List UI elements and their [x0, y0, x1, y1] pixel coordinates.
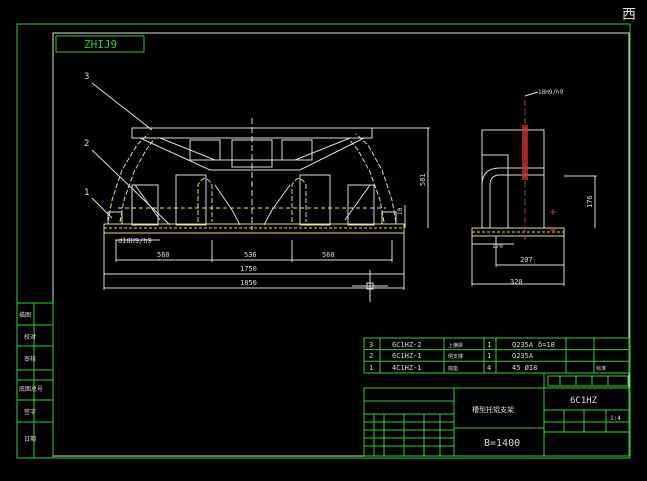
model-code: 6C1HZ	[570, 396, 598, 406]
part-2-no: 2	[369, 352, 373, 360]
strip-label-1: 校对	[24, 333, 36, 341]
dim-height: 581	[419, 173, 427, 186]
front-view: 3 2 1 d18H9/h9 560 536 560 1750 1850 581	[84, 72, 430, 302]
outer-frame	[16, 23, 631, 459]
parts-remark: 标准	[596, 365, 606, 372]
strip-label-4: 底图总号	[19, 385, 43, 393]
strip-label-6: 日期	[24, 435, 36, 443]
left-strip: 描图 校对 审核 底图总号 签字 日期	[16, 302, 54, 459]
dim-side-height: 176	[586, 195, 594, 208]
dim-side-small: 10	[397, 207, 404, 215]
small-marks	[547, 375, 629, 387]
title-block	[363, 387, 630, 457]
part-2-name: 侧支撑	[448, 353, 463, 360]
strip-label-0: 描图	[19, 311, 31, 319]
callout-3: 3	[84, 72, 89, 82]
drawing-code: ZHIJ9	[84, 38, 117, 51]
part-1-no: 1	[369, 364, 373, 372]
drawing-name: 槽型托辊支架	[472, 405, 514, 414]
strip-label-2: 审核	[24, 355, 36, 363]
part-1-code: 4C1HZ-1	[392, 364, 422, 372]
scale-label: 1:4	[610, 415, 621, 422]
code-box	[55, 35, 145, 53]
part-2-code: 6C1HZ-1	[392, 352, 422, 360]
dim-left-span: 560	[157, 251, 170, 259]
dim-width-a: 170	[492, 243, 503, 250]
callout-2: 2	[84, 139, 89, 149]
part-3-code: 6C1HZ-2	[392, 341, 422, 349]
parts-list-text: 3 6C1HZ-2 上横梁 1 Q235A δ=18 2 6C1HZ-1 侧支撑…	[369, 341, 606, 372]
part-1-qty: 4	[487, 364, 491, 372]
parts-list	[363, 337, 630, 389]
inner-frame	[52, 32, 630, 457]
part-1-name: 底座	[448, 365, 458, 372]
spec-label: B=1400	[484, 438, 520, 449]
side-fit-label: 18H9/h9	[538, 89, 564, 96]
dim-width-b: 207	[520, 256, 533, 264]
dim-right-span: 560	[322, 251, 335, 259]
corner-glyph: 西	[622, 7, 636, 23]
part-3-name: 上横梁	[448, 342, 463, 349]
part-3-qty: 1	[487, 341, 491, 349]
dim-total-inner: 1750	[240, 265, 257, 273]
dim-width-total: 320	[510, 278, 523, 286]
part-3-no: 3	[369, 341, 373, 349]
part-3-note: δ=18	[538, 341, 555, 349]
title-block-text: 槽型托辊支架 B=1400 6C1HZ 1:4	[472, 396, 621, 449]
part-2-material: Q235A	[512, 352, 534, 360]
callout-1: 1	[84, 188, 89, 198]
part-2-qty: 1	[487, 352, 491, 360]
dim-total-outer: 1850	[240, 279, 257, 287]
front-fit-label: d18H9/h9	[118, 237, 152, 245]
strip-label-5: 签字	[24, 408, 36, 416]
part-1-material: 45 Ø18	[512, 364, 537, 372]
dim-mid-span: 536	[244, 251, 257, 259]
side-view: 18H9/h9 170 207 320 176	[471, 89, 597, 286]
part-3-material: Q235A	[512, 341, 534, 349]
